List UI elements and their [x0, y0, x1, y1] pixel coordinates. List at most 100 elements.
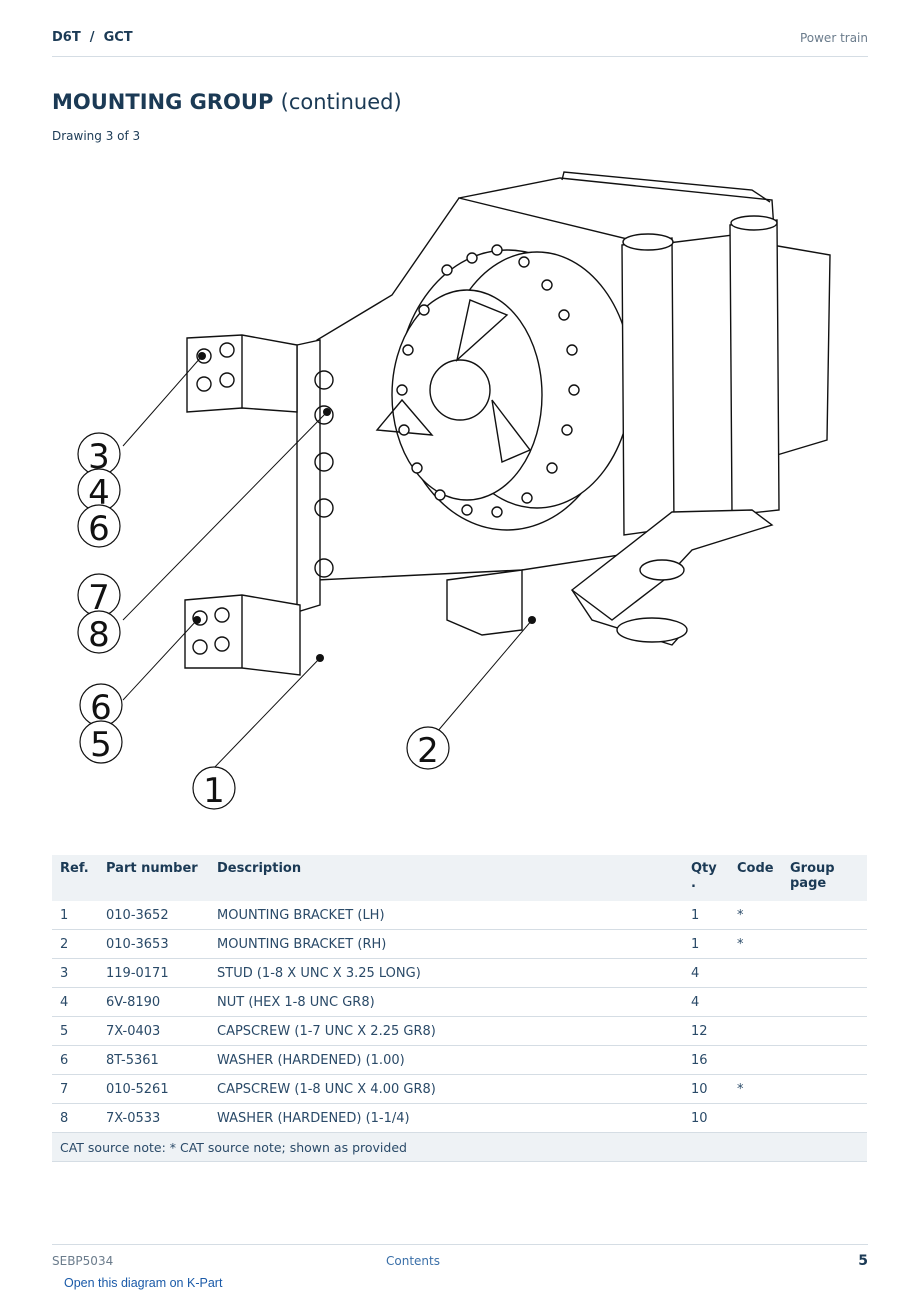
- contents-link[interactable]: Contents: [386, 1254, 440, 1268]
- callout-label: 1: [203, 771, 225, 811]
- col-ref: Ref.: [52, 855, 98, 901]
- callout-3[interactable]: 3: [77, 432, 121, 477]
- cell-ref: 1: [52, 901, 98, 930]
- model-label: D6T: [52, 30, 81, 45]
- page-header: D6T / GCT Power train: [52, 28, 868, 57]
- cell-code: [729, 1103, 782, 1133]
- cell-desc: MOUNTING BRACKET (RH): [209, 929, 683, 959]
- leader-lines: [122, 355, 533, 771]
- cell-qty: 10: [683, 1103, 729, 1133]
- page-number: 5: [858, 1253, 868, 1269]
- col-description: Description: [209, 855, 683, 901]
- callout-label: 4: [88, 473, 110, 513]
- callout-5[interactable]: 5: [79, 720, 123, 765]
- cell-desc: WASHER (HARDENED) (1-1/4): [209, 1103, 683, 1133]
- title-sub: (continued): [280, 90, 402, 114]
- breadcrumb: D6T / GCT: [52, 30, 133, 45]
- source-note: CAT source note: * CAT source note; show…: [52, 1132, 867, 1162]
- table-header-row: Ref. Part number Description Qty. Code G…: [52, 855, 867, 901]
- callout-4[interactable]: 4: [77, 468, 121, 513]
- cell-code: [729, 958, 782, 988]
- cell-group: [782, 901, 867, 930]
- callout-label: 6: [88, 509, 110, 549]
- cell-code: [729, 987, 782, 1017]
- flange-bolts: [314, 370, 334, 578]
- table-note-row: CAT source note: * CAT source note; show…: [52, 1132, 867, 1162]
- cell-desc: CAPSCREW (1-8 UNC X 4.00 GR8): [209, 1074, 683, 1104]
- cell-qty: 1: [683, 929, 729, 959]
- cell-code: [729, 1045, 782, 1075]
- cell-code: *: [729, 929, 782, 959]
- section-label: Power train: [799, 31, 868, 45]
- parts-table: Ref. Part number Description Qty. Code G…: [52, 855, 867, 1162]
- page-footer: SEBP5034 Contents 5: [52, 1244, 868, 1269]
- cell-part: 7X-0403: [98, 1016, 209, 1046]
- cell-ref: 8: [52, 1103, 98, 1133]
- col-qty: Qty.: [683, 855, 729, 901]
- cell-ref: 6: [52, 1045, 98, 1075]
- callout-label: 7: [88, 578, 110, 618]
- drawing-label: Drawing 3 of 3: [52, 129, 141, 143]
- cell-group: [782, 958, 867, 988]
- callout-label: 3: [88, 437, 110, 477]
- cell-qty: 16: [683, 1045, 729, 1075]
- cell-part: 7X-0533: [98, 1103, 209, 1133]
- cell-group: [782, 929, 867, 959]
- cell-ref: 3: [52, 958, 98, 988]
- callout-6a[interactable]: 6: [77, 504, 121, 549]
- col-group-line1: Group: [790, 861, 835, 876]
- callout-6b[interactable]: 6: [79, 683, 123, 728]
- parts-diagram: 3 4 6 7 8 6 5 1 2: [77, 171, 831, 811]
- callout-label: 8: [88, 615, 110, 655]
- col-code: Code: [729, 855, 782, 901]
- callout-1[interactable]: 1: [192, 766, 236, 811]
- col-qty-line2: .: [691, 876, 696, 891]
- callout-7[interactable]: 7: [77, 573, 121, 618]
- cell-desc: STUD (1-8 X UNC X 3.25 LONG): [209, 958, 683, 988]
- cell-group: [782, 987, 867, 1017]
- assembly-drawing: [122, 171, 831, 771]
- cell-ref: 5: [52, 1016, 98, 1046]
- cell-ref: 7: [52, 1074, 98, 1104]
- cell-qty: 10: [683, 1074, 729, 1104]
- cell-desc: MOUNTING BRACKET (LH): [209, 901, 683, 930]
- title-main: MOUNTING GROUP: [52, 90, 274, 114]
- kpart-link[interactable]: Open this diagram on K-Part: [64, 1276, 223, 1290]
- callout-2[interactable]: 2: [406, 726, 450, 771]
- col-group-line2: page: [790, 876, 827, 891]
- cell-ref: 2: [52, 929, 98, 959]
- callout-label: 6: [90, 688, 112, 728]
- cell-desc: WASHER (HARDENED) (1.00): [209, 1045, 683, 1075]
- cell-group: [782, 1045, 867, 1075]
- cell-qty: 4: [683, 987, 729, 1017]
- cell-part: 010-5261: [98, 1074, 209, 1104]
- col-part-number: Part number: [98, 855, 209, 901]
- cell-ref: 4: [52, 987, 98, 1017]
- cell-group: [782, 1016, 867, 1046]
- callout-label: 5: [90, 725, 112, 765]
- cell-desc: CAPSCREW (1-7 UNC X 2.25 GR8): [209, 1016, 683, 1046]
- col-qty-line1: Qty: [691, 861, 717, 876]
- cell-qty: 4: [683, 958, 729, 988]
- cell-part: 6V-8190: [98, 987, 209, 1017]
- cell-group: [782, 1074, 867, 1104]
- page-title: MOUNTING GROUP (continued): [52, 90, 402, 114]
- cell-part: 8T-5361: [98, 1045, 209, 1075]
- callout-8[interactable]: 8: [77, 610, 121, 655]
- cell-code: *: [729, 1074, 782, 1104]
- variant-label: GCT: [103, 30, 133, 45]
- cell-code: *: [729, 901, 782, 930]
- bolt-ring: [396, 244, 580, 518]
- cell-desc: NUT (HEX 1-8 UNC GR8): [209, 987, 683, 1017]
- cell-group: [782, 1103, 867, 1133]
- callout-balloons: 3 4 6 7 8 6 5 1 2: [77, 432, 450, 811]
